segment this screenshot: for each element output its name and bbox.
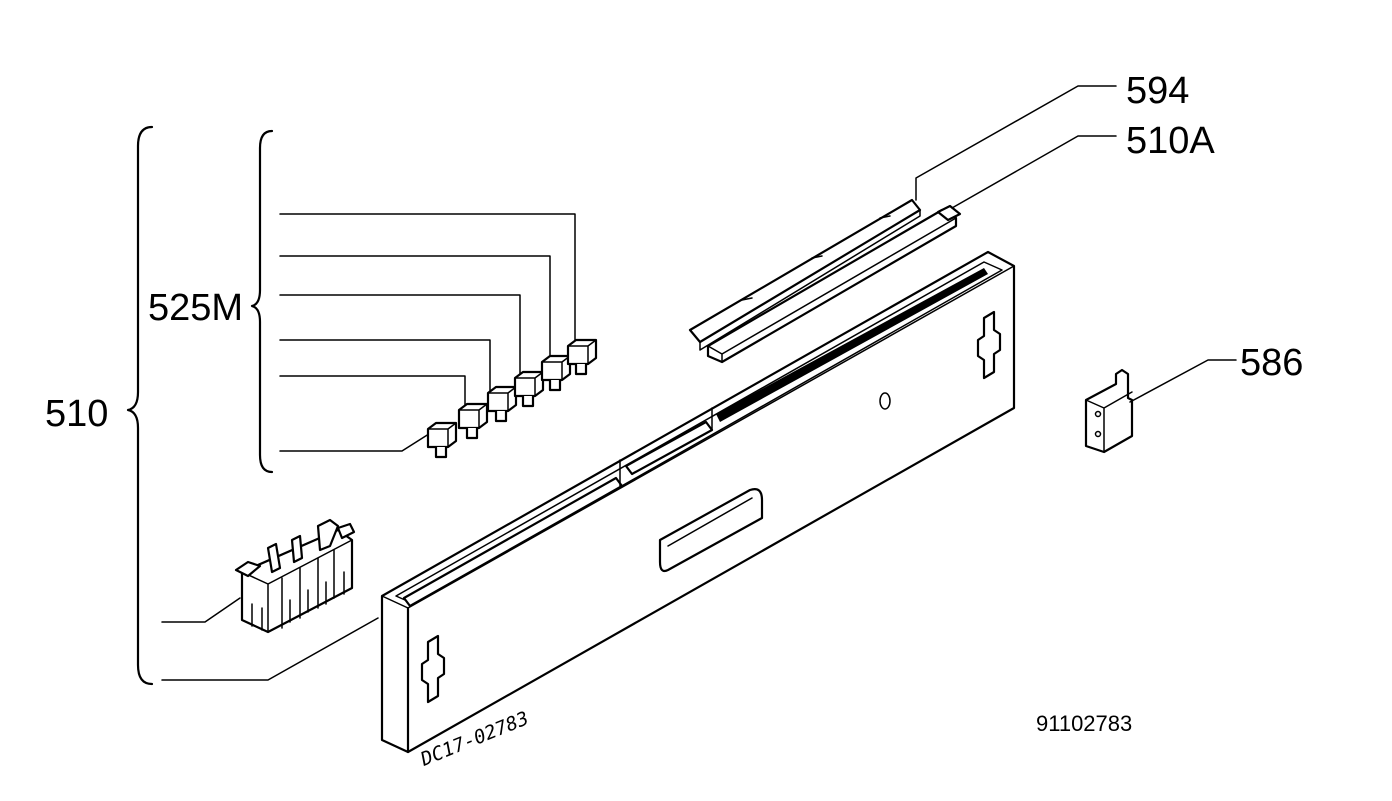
button-leader-lines xyxy=(279,213,576,452)
button-1 xyxy=(426,421,458,459)
label-594: 594 xyxy=(1126,70,1189,112)
label-510: 510 xyxy=(45,393,108,435)
leader-button-5 xyxy=(279,255,551,359)
button-3 xyxy=(486,385,518,423)
trim-strip xyxy=(688,198,922,351)
bracket xyxy=(1084,368,1134,454)
leader-button-6 xyxy=(279,213,576,341)
label-525m: 525M xyxy=(148,287,243,329)
leader-switch-block xyxy=(161,597,241,623)
panel-handle-recess xyxy=(658,488,764,573)
leader-button-1 xyxy=(279,431,433,452)
keyhole-left xyxy=(420,634,446,704)
button-row xyxy=(426,338,598,459)
label-586: 586 xyxy=(1240,342,1303,384)
leader-control-panel xyxy=(161,617,379,681)
switch-block xyxy=(234,518,356,634)
button-4 xyxy=(513,370,545,408)
panel-hole xyxy=(879,392,891,410)
control-panel xyxy=(380,250,1016,754)
leader-594 xyxy=(915,85,1117,201)
button-2 xyxy=(457,402,489,440)
leader-button-3 xyxy=(279,339,491,394)
keyhole-right xyxy=(976,310,1002,380)
leader-button-4 xyxy=(279,294,521,377)
leader-button-2 xyxy=(279,375,466,408)
label-510a: 510A xyxy=(1126,120,1215,162)
leader-510a xyxy=(951,135,1117,209)
light-guide xyxy=(706,204,962,364)
brace-510 xyxy=(126,125,154,686)
button-5 xyxy=(540,354,572,392)
leader-586 xyxy=(1129,359,1237,403)
brace-525m xyxy=(250,129,274,474)
button-6 xyxy=(566,338,598,376)
reference-number: 91102783 xyxy=(1036,711,1132,736)
